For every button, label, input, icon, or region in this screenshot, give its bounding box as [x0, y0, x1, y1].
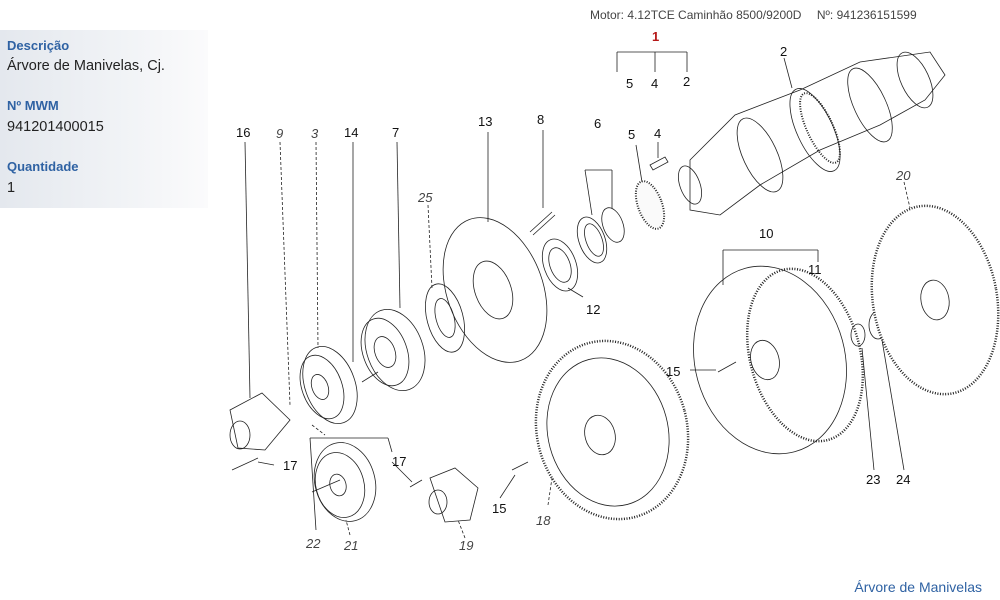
- thrust-washer: [541, 238, 579, 292]
- callout-10: 10: [759, 226, 773, 241]
- part-info-panel: Descrição Árvore de Manivelas, Cj. Nº MW…: [0, 30, 208, 208]
- descricao-value: Árvore de Manivelas, Cj.: [7, 58, 165, 74]
- callout-22: 22: [305, 536, 321, 551]
- callout-9: 9: [276, 126, 283, 141]
- callout-23: 23: [866, 472, 880, 487]
- callout-7: 7: [392, 125, 399, 140]
- callout-12: 12: [586, 302, 600, 317]
- callout-17-left: 17: [283, 458, 297, 473]
- callout-16: 16: [236, 125, 250, 140]
- bolt-15-upper: [717, 361, 737, 373]
- pulley-7: [360, 308, 426, 392]
- callout-5: 5: [628, 127, 635, 142]
- crankshaft: [677, 51, 946, 216]
- callout-13: 13: [478, 114, 492, 129]
- part-number-label: Nº:: [816, 8, 834, 22]
- header-engine-info: Motor: 4.12TCE Caminhão 8500/9200D Nº: 9…: [590, 8, 917, 22]
- mwm-value: 941201400015: [7, 119, 104, 135]
- bolt: [529, 211, 556, 236]
- callout-11: 11: [808, 262, 822, 277]
- bolt-17-b: [409, 479, 423, 488]
- callout-2: 2: [780, 44, 787, 59]
- callout-4: 4: [654, 126, 661, 141]
- callout-1-sub-2: 2: [683, 74, 690, 89]
- callout-14: 14: [344, 125, 358, 140]
- callout-8: 8: [537, 112, 544, 127]
- callout-labels: 1 5 4 2 2 3 4 5 6 7 8 9 10 11 12 13 14 1…: [236, 29, 911, 553]
- quantidade-value: 1: [7, 180, 16, 196]
- oil-seal: [576, 216, 608, 264]
- callout-20: 20: [895, 168, 911, 183]
- flywheel-assembly-10: [693, 265, 865, 455]
- bearing-23: [850, 323, 866, 347]
- leader-lines: [244, 51, 911, 539]
- hub-16: [229, 392, 291, 451]
- bolt-17-a: [231, 457, 259, 471]
- flywheel-18: [534, 339, 690, 521]
- hub-flange-19: [428, 467, 479, 523]
- callout-15-lower: 15: [492, 501, 506, 516]
- callout-3: 3: [311, 126, 319, 141]
- callout-15-upper: 15: [666, 364, 680, 379]
- motor-label: Motor:: [590, 8, 625, 22]
- callout-21: 21: [343, 538, 358, 553]
- damper-pulley-21: [313, 442, 377, 522]
- callout-24: 24: [896, 472, 910, 487]
- callout-6: 6: [594, 116, 601, 131]
- descricao-label: Descrição: [7, 38, 70, 53]
- part-number-value: 941236151599: [836, 8, 917, 22]
- pulley-3: [299, 346, 358, 424]
- timing-gear: [634, 180, 666, 230]
- small-bolt-14: [361, 371, 379, 383]
- shaft-22: [311, 479, 341, 493]
- callout-1-sub-5: 5: [626, 76, 633, 91]
- callout-25: 25: [417, 190, 433, 205]
- callout-1-sub-4: 4: [651, 76, 658, 91]
- bolt-15-lower: [511, 461, 529, 471]
- bearing-seal: [601, 207, 625, 243]
- motor-value: 4.12TCE Caminhão 8500/9200D: [627, 8, 802, 22]
- callout-17-right: 17: [392, 454, 406, 469]
- mwm-label: Nº MWM: [7, 98, 59, 113]
- callout-18: 18: [536, 513, 551, 528]
- callout-19: 19: [459, 538, 473, 553]
- key-pin: [649, 156, 669, 171]
- diagram-caption-link[interactable]: Árvore de Manivelas: [854, 579, 982, 595]
- adapter-ring: [424, 283, 466, 353]
- callout-1: 1: [652, 29, 659, 44]
- quantidade-label: Quantidade: [7, 159, 79, 174]
- ring-gear-20: [870, 204, 1000, 396]
